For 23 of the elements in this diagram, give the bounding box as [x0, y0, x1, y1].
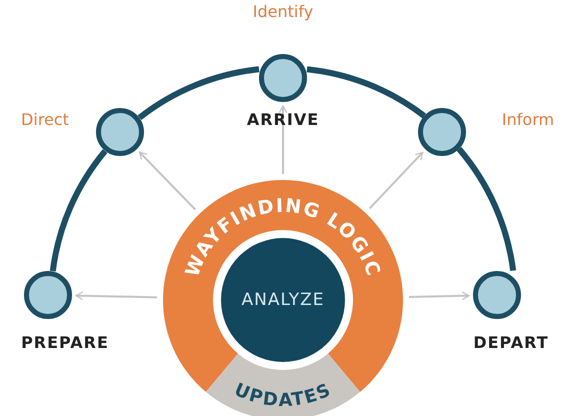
arc-connector: [138, 66, 260, 120]
ring-band: [206, 354, 360, 416]
phase-label: DEPART: [473, 333, 549, 352]
step-label: Direct: [21, 110, 69, 129]
stage-circle: [473, 271, 521, 319]
arc-connector: [456, 147, 516, 272]
ring-label: UPDATES: [231, 379, 335, 412]
stage-circle: [418, 108, 466, 156]
arrow: [408, 291, 470, 300]
stage-circle: [24, 271, 72, 319]
arrow: [368, 152, 424, 210]
stage-circle: [259, 54, 307, 102]
arrow: [138, 151, 196, 210]
phase-label: ARRIVE: [246, 110, 320, 129]
arrow: [278, 105, 288, 174]
arrow: [75, 291, 158, 300]
arc-connector: [306, 66, 426, 118]
center-label: ANALYZE: [242, 290, 324, 310]
arc-connector: [50, 149, 108, 272]
stage-circle: [96, 108, 144, 156]
step-label: Identify: [252, 2, 314, 21]
step-label: Inform: [502, 110, 554, 129]
phase-label: PREPARE: [21, 333, 109, 352]
